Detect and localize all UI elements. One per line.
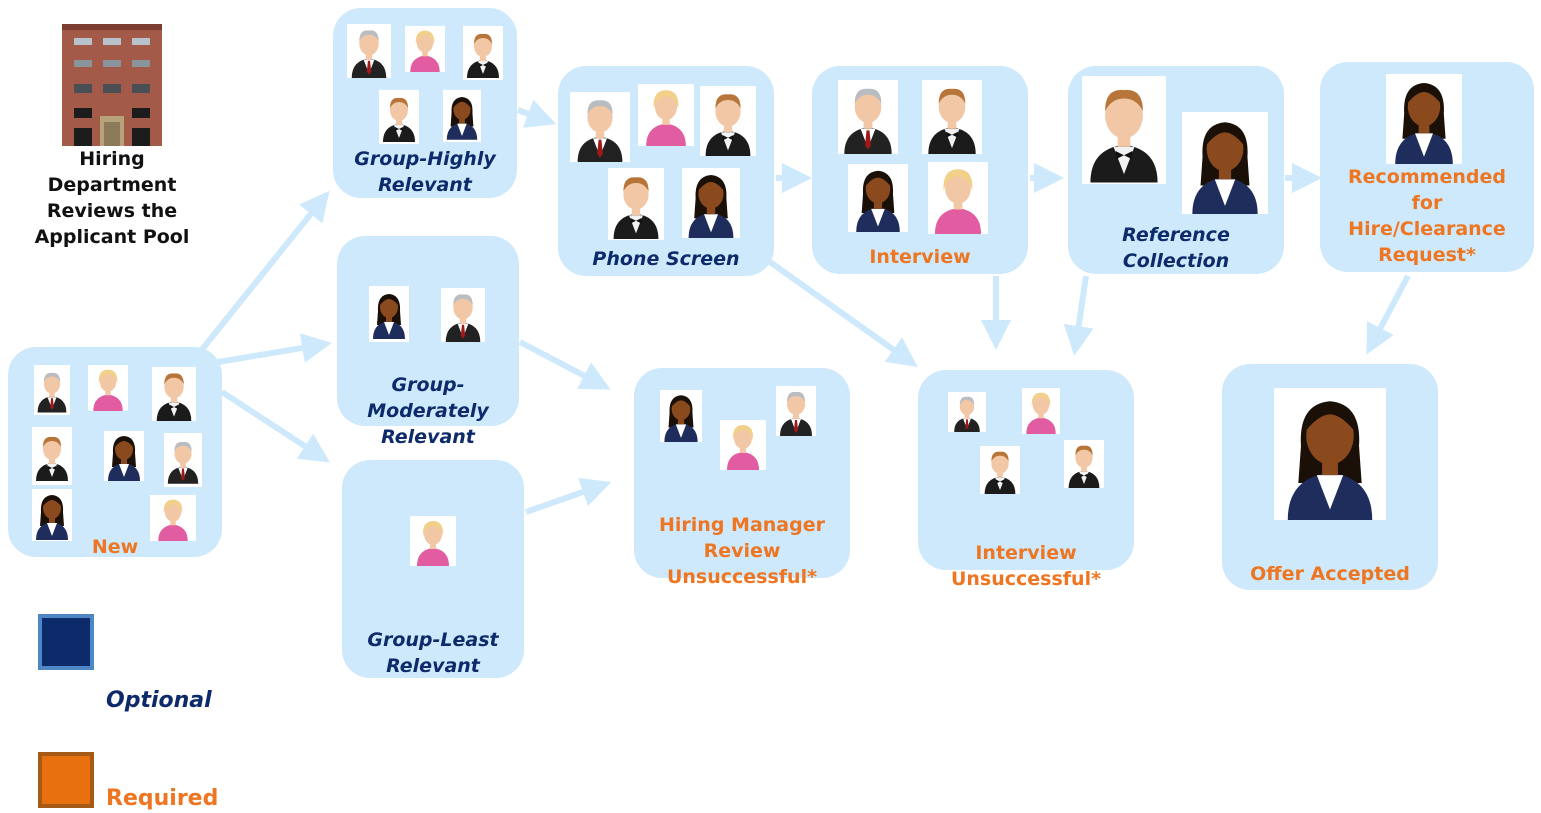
arrow-recommended-to-offer bbox=[1366, 274, 1411, 355]
young-man-avatar-icon bbox=[922, 80, 982, 154]
dark-hair-woman-avatar-icon bbox=[660, 390, 702, 442]
blonde-woman-avatar-icon bbox=[1022, 388, 1060, 434]
arrow-reference-to-interview-unsuccessful bbox=[1063, 275, 1094, 356]
legend-optional-swatch bbox=[38, 614, 94, 670]
young-man-avatar-icon bbox=[1082, 76, 1166, 184]
caption-line: Hiring bbox=[79, 148, 145, 170]
label-line: Recommended bbox=[1348, 166, 1506, 188]
young-man-avatar-icon bbox=[1064, 440, 1104, 488]
stage-interview: Interview bbox=[812, 66, 1028, 274]
older-man-avatar-icon bbox=[347, 24, 391, 78]
building-caption: Hiring Department Reviews the Applicant … bbox=[16, 146, 208, 250]
blonde-woman-avatar-icon bbox=[150, 495, 196, 541]
label-line: Relevant bbox=[386, 655, 480, 677]
arrow-least-to-hm bbox=[525, 477, 612, 515]
stage-hiring-manager-review-unsuccessful: Hiring Manager Review Unsuccessful* bbox=[634, 368, 850, 588]
stage-label: Reference Collection bbox=[1068, 222, 1284, 274]
dark-hair-woman-avatar-icon bbox=[682, 168, 740, 238]
label-line: Relevant bbox=[381, 426, 475, 448]
label-line: Request* bbox=[1378, 244, 1476, 266]
dark-hair-woman-avatar-icon bbox=[369, 286, 409, 342]
young-man-avatar-icon bbox=[32, 427, 72, 485]
caption-line: Reviews the bbox=[46, 200, 178, 222]
arrow-new-to-highly bbox=[197, 190, 330, 354]
young-man-avatar-icon bbox=[608, 168, 664, 240]
label-line: Unsuccessful* bbox=[950, 568, 1102, 590]
dark-hair-woman-avatar-icon bbox=[1274, 388, 1386, 520]
dark-hair-woman-avatar-icon bbox=[443, 90, 481, 142]
stage-group-moderately-relevant: Group- Moderately Relevant bbox=[337, 236, 519, 448]
stage-label: Hiring Manager Review Unsuccessful* bbox=[634, 512, 850, 590]
office-building-icon bbox=[62, 24, 162, 146]
older-man-avatar-icon bbox=[776, 386, 816, 436]
dark-hair-woman-avatar-icon bbox=[1386, 74, 1462, 164]
label-line: Group-Highly bbox=[354, 148, 496, 170]
stage-label: Recommended for Hire/Clearance Request* bbox=[1320, 164, 1534, 268]
older-man-avatar-icon bbox=[948, 392, 986, 432]
arrow-phone-to-interview-unsuccessful bbox=[768, 259, 918, 367]
stage-recommended-for-hire: Recommended for Hire/Clearance Request* bbox=[1320, 62, 1534, 272]
label-line: Review bbox=[703, 540, 781, 562]
stage-label: Interview Unsuccessful* bbox=[918, 540, 1134, 592]
legend-required-label: Required bbox=[106, 786, 219, 811]
stage-label: New bbox=[91, 536, 139, 558]
legend-optional-label: Optional bbox=[106, 688, 212, 713]
blonde-woman-avatar-icon bbox=[410, 516, 456, 566]
young-man-avatar-icon bbox=[980, 446, 1020, 494]
dark-hair-woman-avatar-icon bbox=[104, 431, 144, 481]
stage-label: Group-Highly Relevant bbox=[333, 146, 517, 198]
dark-hair-woman-avatar-icon bbox=[848, 164, 908, 232]
stage-offer-accepted: Offer Accepted bbox=[1222, 364, 1438, 590]
caption-line: Applicant Pool bbox=[34, 226, 190, 248]
label-line: Group-Least bbox=[367, 629, 499, 651]
arrow-highly-to-phone bbox=[516, 99, 557, 128]
label-line: Hiring Manager bbox=[659, 514, 825, 536]
stage-group-highly-relevant: Group-Highly Relevant bbox=[333, 8, 517, 198]
blonde-woman-avatar-icon bbox=[928, 162, 988, 234]
caption-line: Department bbox=[47, 174, 177, 196]
arrow-moderately-to-hm bbox=[518, 339, 611, 390]
stage-label: Offer Accepted bbox=[1250, 563, 1410, 585]
stage-label: Group- Moderately Relevant bbox=[337, 372, 519, 450]
label-line: Interview bbox=[975, 542, 1077, 564]
older-man-avatar-icon bbox=[441, 288, 485, 342]
label-line: Reference bbox=[1122, 224, 1230, 246]
stage-new: New bbox=[8, 347, 222, 558]
stage-label: Group-Least Relevant bbox=[342, 627, 524, 679]
blonde-woman-avatar-icon bbox=[405, 26, 445, 72]
young-man-avatar-icon bbox=[152, 367, 196, 421]
stage-label: Phone Screen bbox=[592, 248, 740, 270]
label-line: for bbox=[1411, 192, 1443, 214]
dark-hair-woman-avatar-icon bbox=[1182, 112, 1268, 214]
older-man-avatar-icon bbox=[570, 92, 630, 162]
young-man-avatar-icon bbox=[700, 86, 756, 156]
stage-interview-unsuccessful: Interview Unsuccessful* bbox=[918, 370, 1134, 590]
stage-label: Interview bbox=[869, 246, 971, 268]
blonde-woman-avatar-icon bbox=[638, 84, 694, 146]
label-line: Hire/Clearance bbox=[1348, 218, 1506, 240]
older-man-avatar-icon bbox=[164, 433, 202, 487]
blonde-woman-avatar-icon bbox=[88, 365, 128, 411]
older-man-avatar-icon bbox=[838, 80, 898, 154]
arrow-new-to-moderately bbox=[217, 333, 332, 365]
label-line: Collection bbox=[1122, 250, 1230, 272]
stage-reference-collection: Reference Collection bbox=[1068, 66, 1284, 274]
label-line: Relevant bbox=[378, 174, 472, 196]
dark-hair-woman-avatar-icon bbox=[32, 489, 72, 541]
arrow-new-to-least bbox=[220, 389, 331, 463]
young-man-avatar-icon bbox=[463, 26, 503, 80]
label-line: Group- bbox=[391, 374, 465, 396]
legend-required-swatch bbox=[38, 752, 94, 808]
stage-group-least-relevant: Group-Least Relevant bbox=[342, 460, 524, 678]
label-line: Moderately bbox=[367, 400, 489, 422]
blonde-woman-avatar-icon bbox=[720, 420, 766, 470]
young-man-avatar-icon bbox=[379, 90, 419, 144]
stage-phone-screen: Phone Screen bbox=[558, 66, 774, 276]
older-man-avatar-icon bbox=[34, 365, 70, 415]
label-line: Unsuccessful* bbox=[666, 566, 818, 588]
